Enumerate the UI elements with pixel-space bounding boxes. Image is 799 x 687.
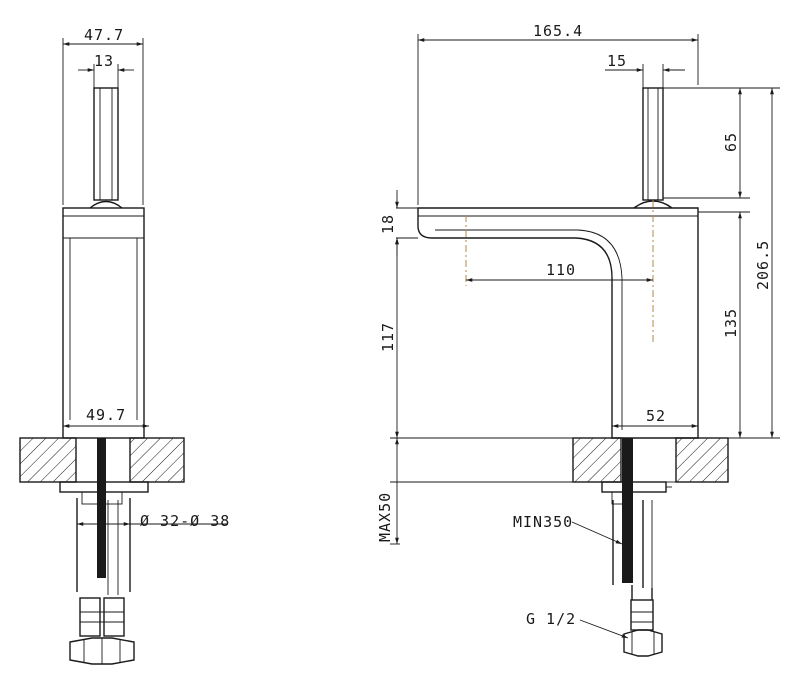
dim-left-handle-width: 13 (94, 52, 114, 70)
left-view: 47.7 13 49.7 Ø 32-Ø 38 (19, 26, 230, 665)
dim-right-handle-width: 15 (607, 52, 627, 70)
right-body (417, 207, 699, 439)
dim-left-top-width: 47.7 (84, 26, 124, 44)
dim-right-max-deck: MAX50 (376, 492, 394, 542)
dim-right-spout-height: 117 (379, 322, 397, 352)
dim-right-body-height: 135 (722, 308, 740, 338)
right-fitting (623, 599, 663, 657)
dim-right-spout-thickness: 18 (379, 214, 397, 234)
dim-right-handle-height: 65 (722, 132, 740, 152)
left-handle (89, 87, 123, 209)
left-fittings (69, 597, 135, 665)
dim-right-overall-height: 206.5 (754, 240, 772, 290)
dim-left-base-width: 49.7 (86, 406, 126, 424)
right-dimensions: 165.4 15 65 135 206.5 (376, 22, 780, 639)
right-countertop (572, 437, 729, 600)
left-countertop (19, 437, 185, 595)
dim-right-overall-length: 165.4 (533, 22, 583, 40)
right-view: 165.4 15 65 135 206.5 (376, 22, 780, 657)
dim-right-thread: G 1/2 (526, 610, 576, 628)
dim-left-hole-diameter: Ø 32-Ø 38 (140, 512, 230, 530)
left-dimensions: 47.7 13 49.7 Ø 32-Ø 38 (62, 26, 230, 530)
dim-right-reach: 110 (546, 261, 576, 279)
dim-right-hose-length: MIN350 (513, 513, 573, 531)
dim-right-base-width: 52 (646, 407, 666, 425)
right-handle (633, 87, 673, 209)
right-centerlines (465, 200, 654, 345)
left-body (62, 207, 145, 439)
